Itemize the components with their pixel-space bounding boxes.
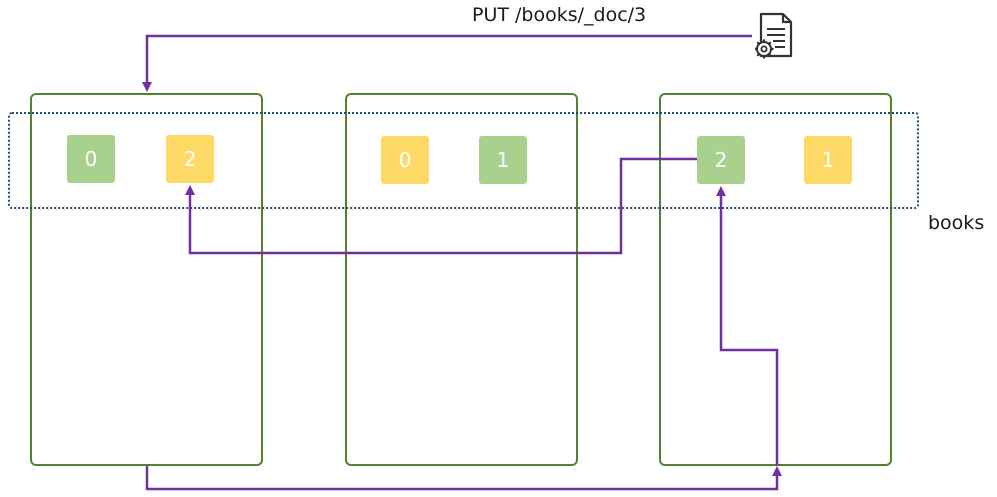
node-2 [345,93,578,466]
node-3 [659,93,892,466]
arrow-node-1-to-node-3 [145,466,782,491]
node-3-shard-1-replica: 1 [804,136,852,184]
node-1-shard-2-replica: 2 [166,135,214,183]
index-label: books [928,212,985,234]
request-label: PUT /books/_doc/3 [472,4,647,26]
node-2-shard-1-primary: 1 [479,136,527,184]
index-boundary [8,112,919,209]
document-gear-icon [754,12,797,60]
node-1-shard-0-primary: 0 [67,135,115,183]
arrow-request-to-node-1 [142,34,752,92]
node-3-shard-2-primary: 2 [697,136,745,184]
node-2-shard-0-replica: 0 [381,136,429,184]
node-1 [30,93,263,466]
